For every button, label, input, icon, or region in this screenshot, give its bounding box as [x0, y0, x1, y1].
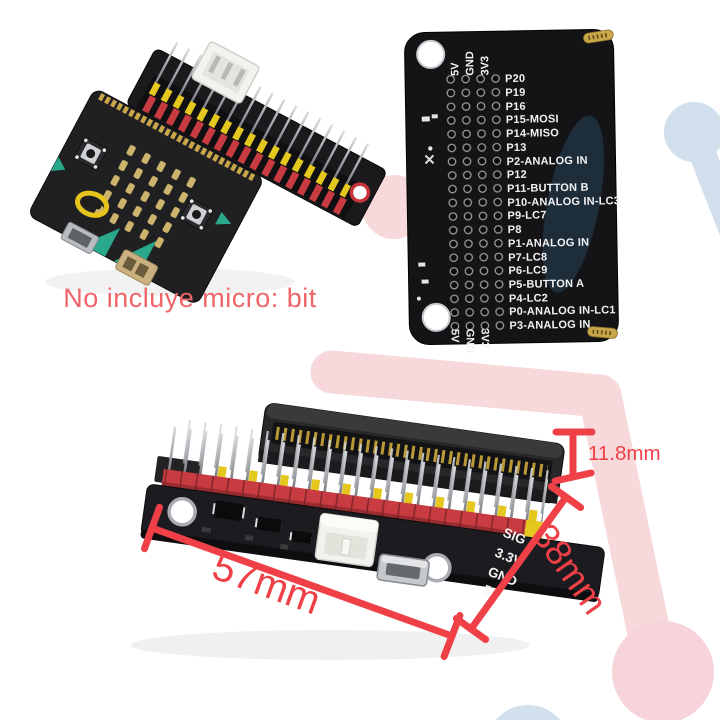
pins-yellow-collars [217, 465, 540, 524]
microbit-assembly-photo [30, 41, 386, 303]
pin-label: P14-MISO [506, 127, 559, 140]
dim-118-cap-bottom [551, 469, 595, 485]
pin-label: P0-ANALOG IN-LC1 [509, 304, 616, 318]
pink-ribbon [310, 350, 672, 660]
dimension-depth-38mm [452, 483, 585, 643]
microbit-battery-connector [115, 249, 158, 286]
pin-label: P4-LC2 [509, 292, 548, 305]
teal-triangle-left [50, 156, 66, 171]
gold-edge-pad-bottom [587, 326, 618, 339]
power-rail-labels-top: 5V GND 3V3 [449, 51, 491, 76]
pin-label: P16 [505, 101, 525, 113]
mounting-hole-left [167, 497, 197, 527]
pin-label: P19 [505, 87, 525, 99]
jst-connector-top [191, 41, 260, 104]
pcb-sheen [542, 115, 605, 293]
micro-usb-port [376, 553, 430, 587]
pin-hole-column [490, 71, 511, 333]
pins-red-gaps [163, 469, 543, 539]
microbit-edge-connector-gold [98, 93, 257, 182]
teal-flag-right [215, 211, 232, 225]
pin-label: P2-ANALOG IN [506, 155, 587, 168]
microbit-usb-connector [60, 221, 99, 254]
rail-bottom-gnd: GND [463, 329, 475, 354]
breakout-corner-hole [349, 182, 371, 203]
rail-top-5v: 5V [449, 62, 461, 76]
dim-38-cap-bottom [452, 615, 490, 643]
breakout-board-front-view [140, 403, 605, 602]
breakout-board-back-view: 5V GND 3V3 5V GND 3V3 P20 P19 P16 P15-MO… [404, 29, 620, 353]
mounting-hole-bottom [421, 302, 451, 332]
fiducials [416, 114, 438, 301]
rail-bottom-3v3: 3V3 [478, 328, 490, 348]
rail-top-3v3: 3V3 [479, 56, 491, 76]
front-board-shadow [130, 630, 530, 660]
breakout-pins-red-row [142, 95, 348, 216]
dimension-annotations [141, 428, 596, 660]
pin-label: P10-ANALOG IN-LC3 [507, 195, 620, 209]
blue-circle-bottom [495, 705, 561, 720]
pin-label: P9-LC7 [507, 209, 546, 222]
smd-components [201, 500, 313, 550]
dimension-height-label: 11.8mm [588, 442, 661, 465]
pin-label: P11-BUTTON B [507, 182, 589, 195]
pin-label: P8 [508, 224, 522, 236]
microbit-led-matrix [87, 139, 203, 255]
pin-label: P20 [505, 73, 525, 85]
pin-label: P13 [506, 142, 526, 154]
breakout-pins-yellow-row [148, 81, 351, 198]
pin-label: P15-MOSI [506, 113, 559, 126]
rail-hole-grid [442, 71, 493, 334]
pins-metal-front-row [165, 426, 549, 537]
microbit-button-a [74, 137, 108, 170]
pin-label: P3-ANALOG IN [509, 319, 590, 332]
dim-57-line [148, 524, 456, 640]
note-text: No incluye micro: bit [63, 283, 317, 313]
rail-top-gnd: GND [464, 51, 476, 76]
dimension-height-11-8mm [551, 428, 596, 485]
pin-label: P1-ANALOG IN [508, 237, 589, 250]
microbit-touch-logo [75, 190, 110, 218]
pink-ball-bottom-right [612, 621, 714, 720]
pin-labels: P20 P19 P16 P15-MOSI P14-MISO P13 P2-ANA… [505, 73, 620, 332]
blue-stick-top-right [689, 141, 720, 236]
rail-bottom-5v: 5V [448, 329, 460, 343]
pin-label: P12 [507, 169, 527, 181]
background-decorations [310, 102, 720, 720]
pin-label: P6-LC9 [508, 264, 547, 277]
microbit-button-b [179, 198, 214, 231]
jst-connector-front [314, 512, 379, 568]
dim-38-line [467, 493, 570, 633]
connector-slot-contacts [275, 426, 549, 478]
mounting-hole-top [416, 39, 446, 69]
power-rail-labels-bottom: 5V GND 3V3 [448, 328, 490, 353]
pin-label: P7-LC8 [508, 251, 547, 264]
pin-label: P5-BUTTON A [509, 278, 585, 291]
gold-edge-pad-top [583, 29, 614, 44]
